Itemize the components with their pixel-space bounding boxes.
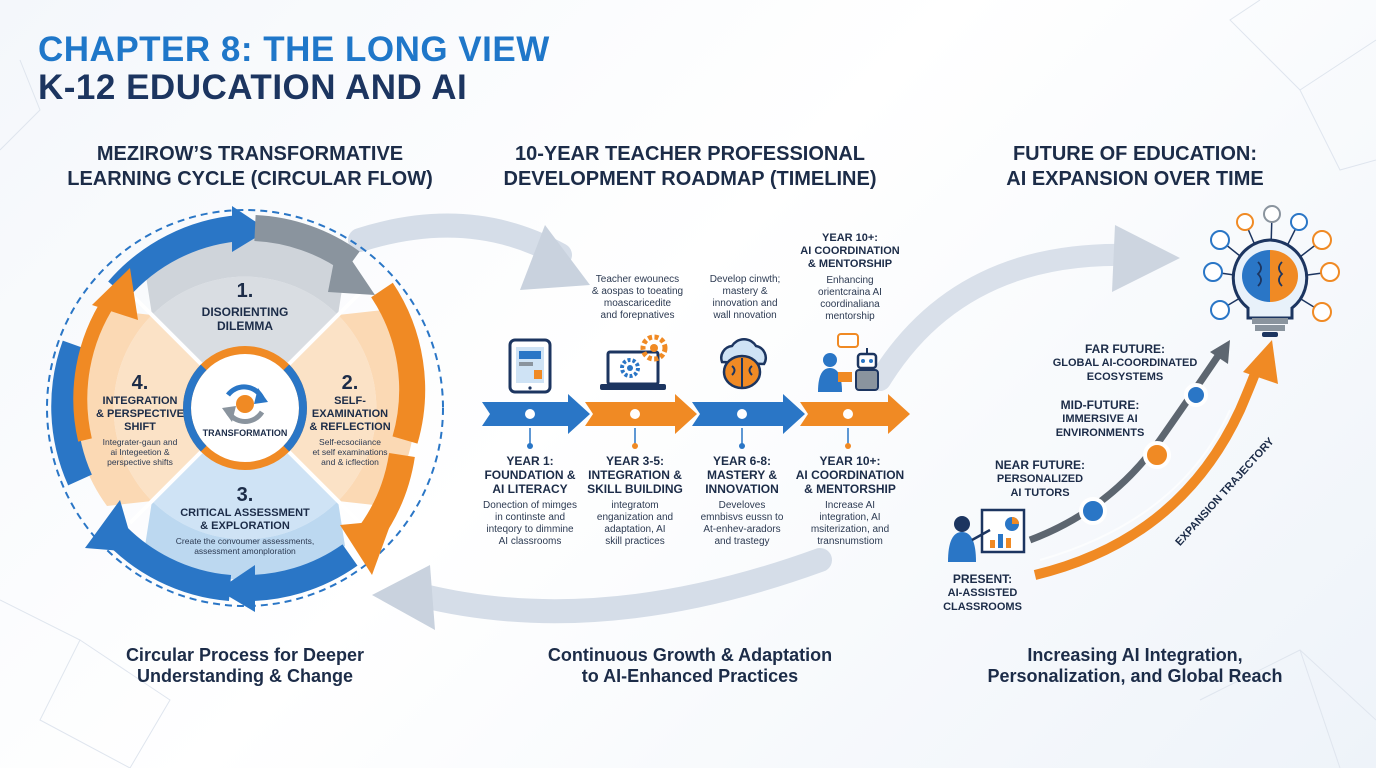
roadmap-note-3: YEAR 10+: AI COORDINATION & MENTORSHIP E… — [800, 232, 900, 322]
brain-cloud-icon — [720, 337, 767, 390]
timeline-segment-1 — [482, 394, 590, 434]
cycle-step-2: 2. SELF- EXAMINATION & REFLECTION Self-e… — [309, 372, 391, 467]
brain-lightbulb-icon — [1203, 205, 1340, 337]
quadrant-3-fill — [152, 408, 338, 540]
year-6-8-block: YEAR 6-8: MASTERY & INNOVATION Develoves… — [700, 454, 784, 547]
timeline-segment-4 — [800, 394, 910, 434]
teacher-presentation-icon — [948, 508, 1026, 562]
stage-node-mid — [1143, 441, 1171, 469]
stage-near-future: NEAR FUTURE: PERSONALIZED AI TUTORS — [995, 458, 1085, 499]
center-transformation-label: TRANSFORMATION — [202, 428, 288, 438]
timeline-segment-2 — [585, 394, 697, 434]
cycle-step-4: 4. INTEGRATION & PERSPECTIVE SHIFT Integ… — [95, 372, 185, 467]
cycle-step-1: 1. DISORIENTING DILEMMA — [201, 280, 289, 333]
ring-arrow-orange-left — [73, 296, 116, 442]
quadrant-1-fill — [152, 276, 338, 408]
quadrant-4-fill — [113, 315, 245, 501]
year-1-block: YEAR 1: FOUNDATION & AI LITERACY Donecti… — [483, 454, 577, 547]
stage-node-far — [1184, 383, 1208, 407]
year-10-block: YEAR 10+: AI COORDINATION & MENTORSHIP I… — [795, 454, 905, 547]
stage-far-future: FAR FUTURE: GLOBAL AI-COORDINATED ECOSYS… — [1052, 342, 1198, 383]
future-caption: Increasing AI Integration, Personalizati… — [987, 645, 1283, 686]
roadmap-note-2: Develop cinwth; mastery & innovation and… — [709, 274, 781, 321]
timeline-segment-3 — [692, 394, 805, 434]
mezirow-caption: Circular Process for Deeper Understandin… — [125, 645, 365, 686]
dashed-outer-ring — [46, 209, 444, 607]
chapter-title: CHAPTER 8: THE LONG VIEW — [38, 30, 550, 69]
laptop-gear-icon — [600, 334, 668, 390]
mezirow-section-title: MEZIROW’S TRANSFORMATIVE LEARNING CYCLE … — [67, 143, 433, 190]
roadmap-section-title: 10-YEAR TEACHER PROFESSIONAL DEVELOPMENT… — [503, 143, 877, 190]
roadmap-caption: Continuous Growth & Adaptation to AI-Enh… — [547, 645, 833, 686]
chapter-subtitle: K-12 EDUCATION AND AI — [38, 68, 468, 107]
ring-arrow-orange-right — [371, 282, 426, 444]
cycle-icon — [222, 384, 268, 424]
stage-mid-future: MID-FUTURE: IMMERSIVE AI ENVIRONMENTS — [1055, 398, 1145, 439]
stage-present: PRESENT: AI-ASSISTED CLASSROOMS — [943, 572, 1022, 613]
year-3-5-block: YEAR 3-5: INTEGRATION & SKILL BUILDING i… — [587, 454, 683, 547]
ring-arrow-blue-left — [51, 340, 92, 486]
future-section-title: FUTURE OF EDUCATION: AI EXPANSION OVER T… — [1006, 143, 1264, 190]
teacher-robot-icon — [818, 333, 879, 392]
cycle-step-3: 3. CRITICAL ASSESSMENT & EXPLORATION Cre… — [175, 484, 315, 556]
tablet-icon — [508, 338, 552, 394]
roadmap-note-1: Teacher ewounecs & aospas to toeating mo… — [591, 274, 684, 321]
orange-trajectory-arrow — [1033, 358, 1265, 580]
quadrant-2-fill — [245, 315, 377, 501]
stage-node-near — [1079, 497, 1107, 525]
gray-trajectory-line — [1028, 348, 1225, 544]
